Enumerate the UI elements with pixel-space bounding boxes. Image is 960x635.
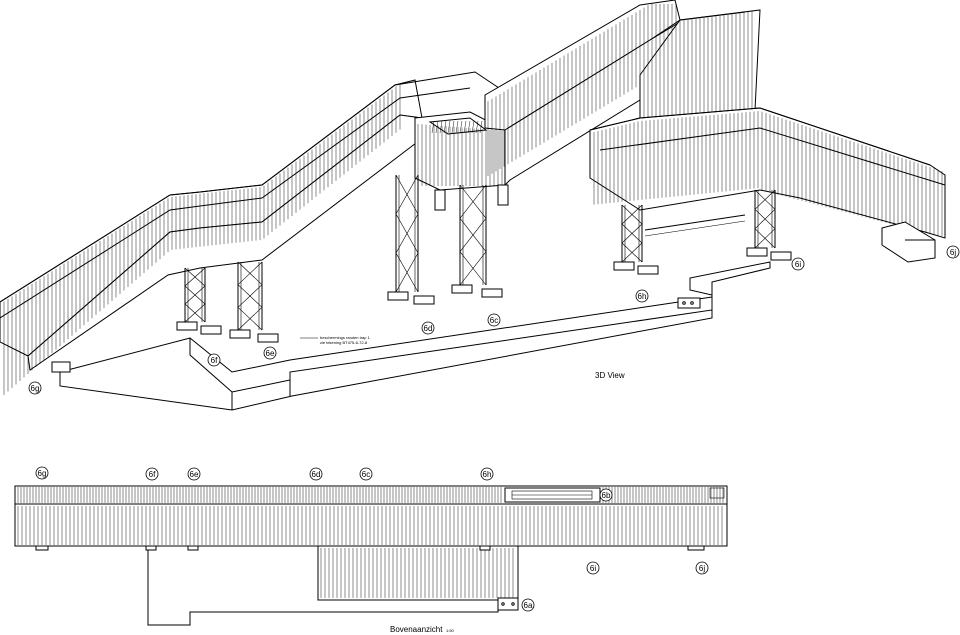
svg-text:6h: 6h <box>483 470 492 479</box>
marker-6i-3d[interactable]: 6i <box>791 257 805 271</box>
svg-text:6h: 6h <box>638 292 647 301</box>
marker-6h-plan[interactable]: 6h <box>480 467 494 481</box>
marker-6g-3d[interactable]: 6g <box>28 381 42 395</box>
marker-6f-3d[interactable]: 6f <box>207 353 221 367</box>
title-3d-view: 3D View <box>595 371 625 380</box>
svg-text:6d: 6d <box>424 324 433 333</box>
marker-6b-plan[interactable]: 6b <box>599 488 613 502</box>
title-plan-view: Bovenaanzicht <box>390 625 443 634</box>
slab-detail <box>677 297 701 309</box>
svg-text:6i: 6i <box>590 564 596 573</box>
marker-6i-plan[interactable]: 6i <box>586 561 600 575</box>
marker-6g-plan[interactable]: 6g <box>35 466 49 480</box>
marker-6j-plan[interactable]: 6j <box>695 561 709 575</box>
svg-text:6j: 6j <box>699 564 705 573</box>
svg-text:6i: 6i <box>795 260 801 269</box>
marker-6d-plan[interactable]: 6d <box>309 467 323 481</box>
svg-text:6a: 6a <box>524 601 533 610</box>
svg-text:6d: 6d <box>312 470 321 479</box>
svg-text:6f: 6f <box>149 470 156 479</box>
svg-text:6f: 6f <box>211 356 218 365</box>
marker-6j-3d[interactable]: 6j <box>946 245 960 259</box>
view-3d: beschermings randen trap 1 zie tekening … <box>0 0 960 411</box>
marker-6e-plan[interactable]: 6e <box>187 467 201 481</box>
abutment-right <box>881 221 936 263</box>
marker-6c-3d[interactable]: 6c <box>487 313 501 327</box>
footings-3d <box>51 184 792 373</box>
svg-text:6c: 6c <box>490 316 498 325</box>
bridge-right <box>589 107 946 239</box>
annotation-line-1: beschermings randen trap 1 <box>320 335 371 340</box>
marker-6d-3d[interactable]: 6d <box>421 321 435 335</box>
svg-text:6c: 6c <box>362 470 370 479</box>
svg-text:6j: 6j <box>950 248 956 257</box>
annotation-note: beschermings randen trap 1 zie tekening … <box>300 335 371 345</box>
landing-center <box>414 111 506 191</box>
plan-scale: 1:50 <box>446 628 455 633</box>
annotation-line-2: zie tekening BT475-6-72-8 <box>320 340 368 345</box>
marker-6a-plan[interactable]: 6a <box>521 598 535 612</box>
svg-text:6g: 6g <box>38 469 47 478</box>
svg-text:6g: 6g <box>31 384 40 393</box>
support-frames <box>184 174 776 331</box>
svg-text:6e: 6e <box>266 349 275 358</box>
marker-6c-plan[interactable]: 6c <box>359 467 373 481</box>
marker-6h-3d[interactable]: 6h <box>635 289 649 303</box>
view-plan: 6g 6f 6e 6d 6c 6h 6b 6i <box>14 466 728 634</box>
marker-6f-plan[interactable]: 6f <box>145 467 159 481</box>
marker-6e-3d[interactable]: 6e <box>263 346 277 360</box>
stair-ramp-left <box>0 71 506 395</box>
svg-text:6e: 6e <box>190 470 199 479</box>
svg-text:6b: 6b <box>602 491 611 500</box>
